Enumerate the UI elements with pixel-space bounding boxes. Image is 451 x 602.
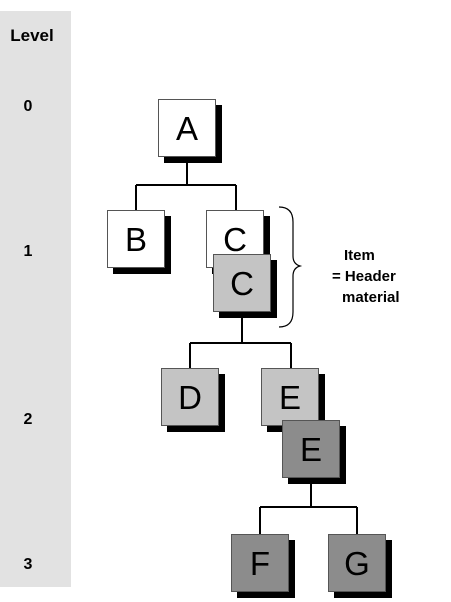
level-2-label: 2 bbox=[23, 411, 33, 428]
node-d: D bbox=[161, 368, 219, 426]
level-header: Level bbox=[10, 26, 54, 45]
node-e-item: E bbox=[261, 368, 319, 426]
node-f: F bbox=[231, 534, 289, 592]
node-b: B bbox=[107, 210, 165, 268]
level-1-label: 1 bbox=[23, 243, 33, 260]
level-3-label: 3 bbox=[23, 556, 33, 573]
annotation-line-2: = Header bbox=[332, 268, 396, 285]
node-g: G bbox=[328, 534, 386, 592]
node-a: A bbox=[158, 99, 216, 157]
connector-c bbox=[189, 314, 292, 368]
node-e-header: E bbox=[282, 420, 340, 478]
level-0-label: 0 bbox=[23, 98, 33, 115]
level-column bbox=[0, 11, 71, 587]
annotation-line-1: Item bbox=[344, 247, 375, 264]
connector-e bbox=[259, 478, 358, 534]
item-header-brace bbox=[278, 206, 303, 328]
node-c-header: C bbox=[213, 254, 271, 312]
connector-a bbox=[135, 157, 237, 210]
annotation-line-3: material bbox=[342, 289, 400, 306]
item-header-annotation: Item = Header material bbox=[318, 245, 400, 308]
